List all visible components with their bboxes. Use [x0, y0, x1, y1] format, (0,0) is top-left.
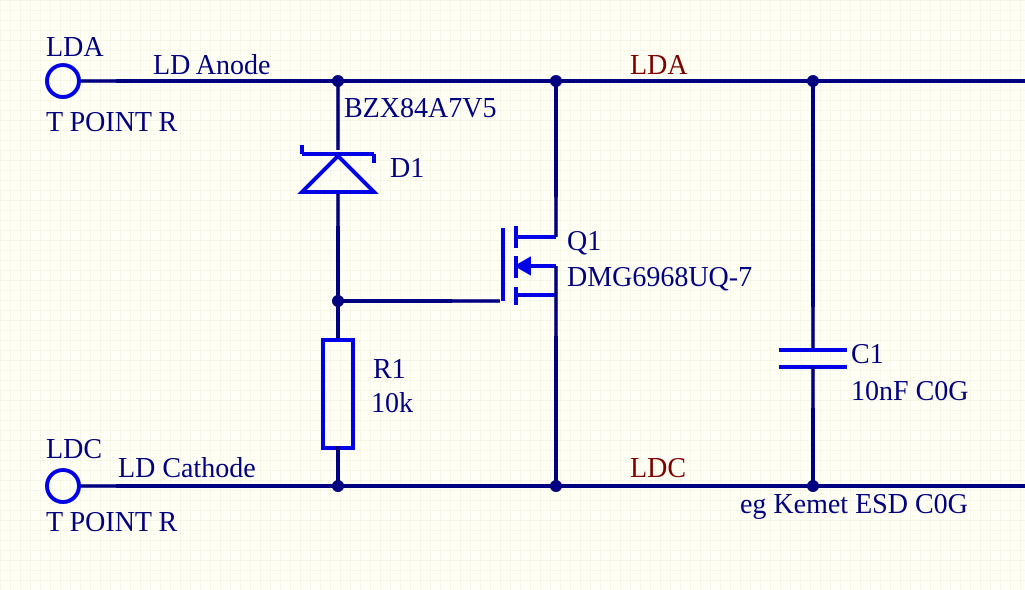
c1-note: eg Kemet ESD C0G — [740, 489, 968, 520]
c1-designator: C1 — [851, 339, 884, 370]
junction-dot — [332, 295, 344, 307]
capacitor-c1[interactable] — [779, 79, 847, 488]
junction-dot — [550, 75, 562, 87]
c1-value: 10nF C0G — [851, 376, 968, 407]
mosfet-q1[interactable] — [450, 195, 558, 338]
junction-dot — [332, 75, 344, 87]
port-ldc-designator: T POINT R — [46, 507, 178, 538]
r1-designator: R1 — [373, 354, 406, 385]
test-point-lda[interactable] — [45, 63, 81, 99]
junction-dot — [807, 75, 819, 87]
wire-label-cathode: LD Cathode — [118, 453, 256, 484]
d1-designator: D1 — [390, 153, 424, 184]
zener-diode-d1[interactable] — [297, 81, 379, 303]
q1-designator: Q1 — [567, 226, 601, 257]
port-lda-name: LDA — [46, 32, 104, 63]
net-label-lda[interactable]: LDA — [630, 50, 688, 81]
port-ldc-name: LDC — [46, 434, 102, 465]
junction-dot — [332, 480, 344, 492]
net-label-ldc[interactable]: LDC — [630, 453, 686, 484]
d1-value: BZX84A7V5 — [344, 93, 496, 124]
wire-label-anode: LD Anode — [153, 50, 270, 81]
test-point-ldc[interactable] — [45, 468, 81, 504]
resistor-r1[interactable] — [321, 299, 355, 488]
junction-dot — [550, 480, 562, 492]
port-lda-designator: T POINT R — [46, 107, 178, 138]
r1-value: 10k — [371, 388, 413, 419]
junction-dot — [807, 480, 819, 492]
q1-value: DMG6968UQ-7 — [567, 262, 752, 293]
